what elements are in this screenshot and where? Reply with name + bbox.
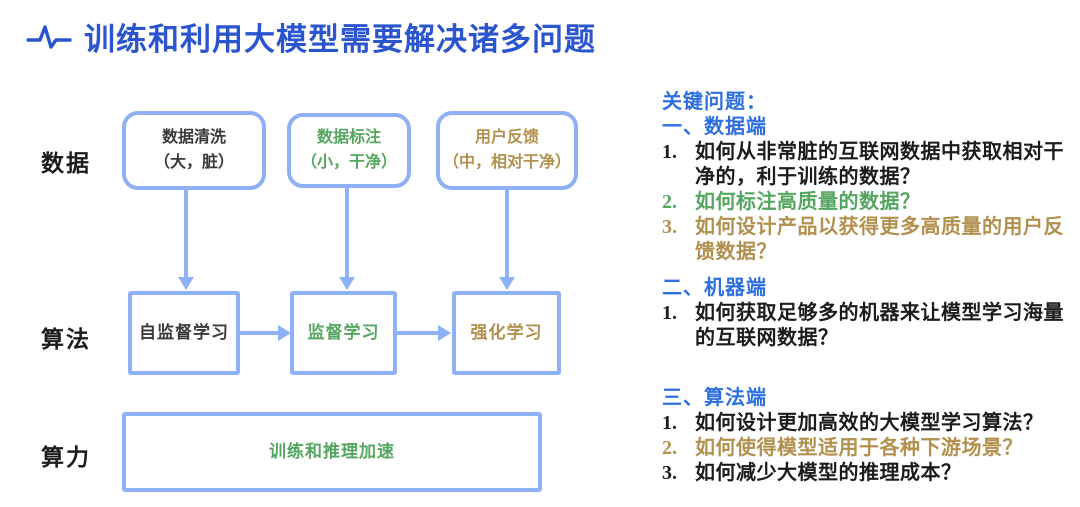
box-data-cleaning: 数据清洗 （大，脏） [122,111,266,190]
item-number: 1. [662,141,677,163]
box-label: 用户反馈 [474,128,539,146]
pulse-icon [26,21,72,53]
item-text: 如何标注高质量的数据？ [695,191,921,213]
item-text: 如何设计产品以获得更多高质量的用户反馈数据？ [695,216,1064,263]
item-text: 如何使得模型适用于各种下游场景？ [695,437,1023,459]
row-label-algorithm: 算法 [41,326,91,352]
box-label: 自监督学习 [139,322,229,342]
item-number: 2. [662,437,677,459]
list-item: 2. 如何标注高质量的数据？ [662,190,1076,215]
section-title: 二、机器端 [662,277,767,299]
item-number: 3. [662,462,677,484]
item-text: 如何减少大模型的推理成本？ [695,462,962,484]
page-title: 训练和利用大模型需要解决诸多问题 [84,22,596,57]
box-supervised-learning: 监督学习 [290,291,397,375]
item-text: 如何设计更加高效的大模型学习算法？ [695,412,1044,434]
box-label: 数据标注 [316,128,381,146]
box-user-feedback: 用户反馈 （中，相对干净） [436,111,578,190]
box-reinforcement-learning: 强化学习 [452,291,561,375]
list-item: 3. 如何设计产品以获得更多高质量的用户反馈数据？ [662,215,1076,265]
list-item: 1. 如何获取足够多的机器来让模型学习海量的互联网数据？ [662,301,1076,351]
item-number: 1. [662,412,677,434]
item-number: 3. [662,216,677,238]
list-item: 3. 如何减少大模型的推理成本？ [662,461,1076,486]
item-text: 如何获取足够多的机器来让模型学习海量的互联网数据？ [695,302,1064,349]
list-item: 1. 如何设计更加高效的大模型学习算法？ [662,411,1076,436]
section-machine-side: 二、机器端 1. 如何获取足够多的机器来让模型学习海量的互联网数据？ [662,276,1076,351]
key-issues-panel: 关键问题： 一、数据端 1. 如何从非常脏的互联网数据中获取相对干净的，利于训练… [662,90,1076,486]
row-label-compute: 算力 [41,444,91,470]
key-issues-heading: 关键问题： [662,91,767,113]
box-label: 强化学习 [470,322,543,342]
slide-title-row: 训练和利用大模型需要解决诸多问题 [26,14,596,59]
box-label: 数据清洗 [161,128,226,146]
box-sublabel: （小，干净） [300,153,397,171]
item-number: 1. [662,302,677,324]
box-data-annotation: 数据标注 （小，干净） [287,113,411,188]
item-text: 如何从非常脏的互联网数据中获取相对干净的，利于训练的数据？ [695,141,1064,188]
box-sublabel: （中，相对干净） [442,153,571,171]
box-sublabel: （大，脏） [153,153,234,171]
section-title: 一、数据端 [662,116,767,138]
box-label: 监督学习 [307,322,380,342]
list-item: 1. 如何从非常脏的互联网数据中获取相对干净的，利于训练的数据？ [662,140,1076,190]
section-data-side: 一、数据端 1. 如何从非常脏的互联网数据中获取相对干净的，利于训练的数据？ 2… [662,115,1076,265]
box-training-inference-acceleration: 训练和推理加速 [122,412,542,492]
box-label: 训练和推理加速 [269,441,395,461]
list-item: 2. 如何使得模型适用于各种下游场景？ [662,436,1076,461]
box-self-supervised-learning: 自监督学习 [128,291,240,375]
row-label-data: 数据 [41,150,91,176]
item-number: 2. [662,191,677,213]
section-algorithm-side: 三、算法端 1. 如何设计更加高效的大模型学习算法？ 2. 如何使得模型适用于各… [662,386,1076,486]
section-title: 三、算法端 [662,387,767,409]
